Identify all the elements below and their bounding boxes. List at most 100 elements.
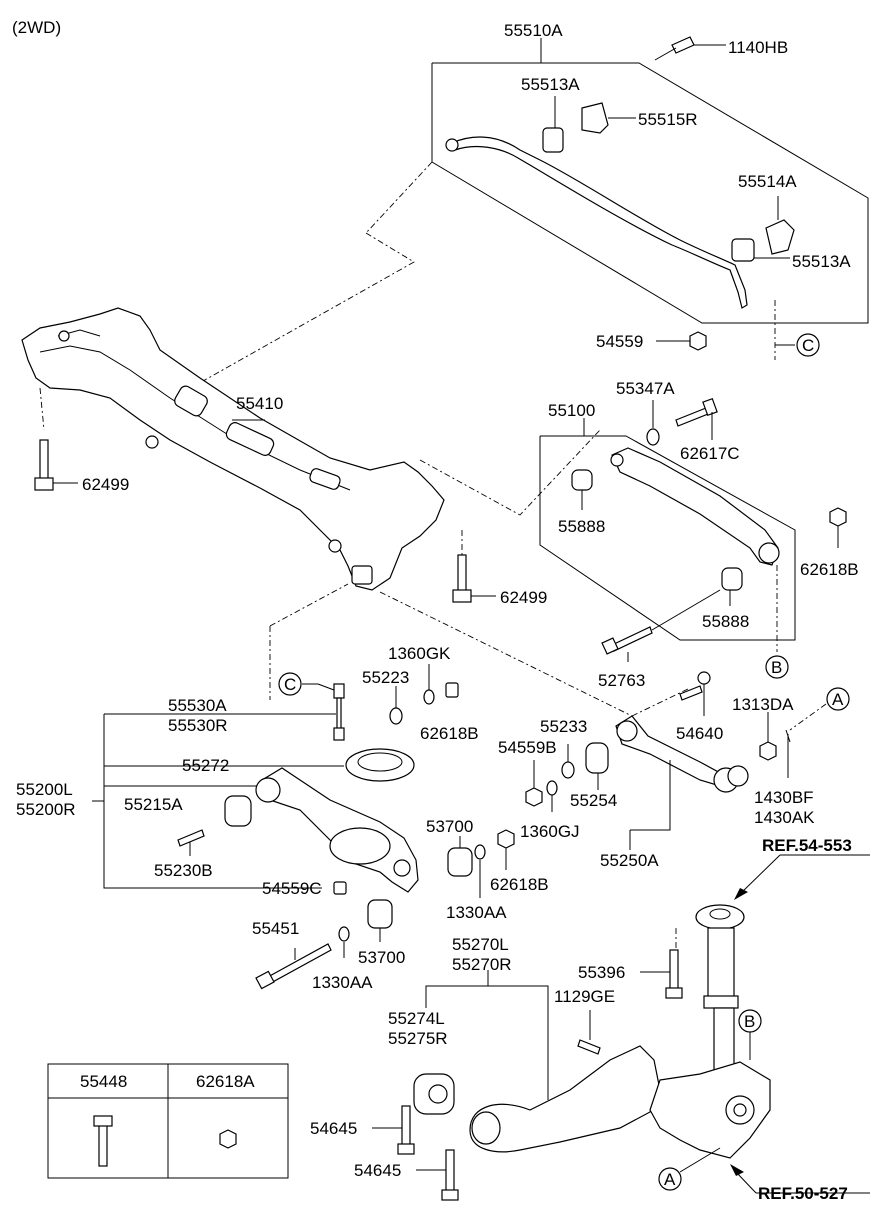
washer-1360gj[interactable] — [546, 780, 558, 796]
bushing-55513a-top[interactable] — [542, 127, 564, 153]
lower-arm-55200[interactable] — [261, 767, 419, 893]
label-62499-left: 62499 — [82, 475, 129, 494]
bolt-55230b[interactable] — [177, 829, 205, 847]
crossmember-55410[interactable] — [21, 307, 445, 591]
label-54559b: 54559B — [498, 738, 557, 757]
label-55270r: 55270R — [452, 955, 512, 974]
label-55514a: 55514A — [738, 172, 797, 191]
label-62618b-low: 62618B — [490, 875, 549, 894]
label-55215a: 55215A — [124, 795, 183, 814]
label-1430bf: 1430BF — [754, 788, 814, 807]
nut-54559c[interactable] — [333, 881, 347, 895]
bolt-62499-center[interactable] — [452, 554, 496, 603]
bushing-55513a-right[interactable] — [731, 238, 755, 262]
variant-label: (2WD) — [12, 18, 61, 37]
bolt-1140hb[interactable] — [671, 36, 695, 54]
nut-54559b[interactable] — [525, 787, 543, 807]
bushing-53700-upper[interactable] — [447, 847, 473, 877]
legend-col1-header: 55448 — [80, 1072, 127, 1091]
label-55451: 55451 — [252, 919, 299, 938]
legend-table — [47, 1063, 289, 1179]
label-1430ak: 1430AK — [754, 808, 815, 827]
label-1330aa-right: 1330AA — [446, 903, 507, 922]
bolt-54640[interactable] — [679, 685, 703, 701]
label-55250a: 55250A — [600, 851, 659, 870]
bolt-54645-lower[interactable] — [441, 1149, 459, 1201]
label-54559: 54559 — [596, 332, 643, 351]
nut-62618b-right[interactable] — [829, 507, 847, 527]
cotter-pin-1430bf[interactable] — [785, 729, 791, 743]
bushing-55215a[interactable] — [224, 795, 252, 827]
label-55230b: 55230B — [154, 861, 213, 880]
label-1360gj: 1360GJ — [520, 822, 580, 841]
nut-54559[interactable] — [689, 331, 707, 351]
lateral-arm-outline — [539, 435, 796, 641]
label-1360gk: 1360GK — [388, 644, 451, 663]
label-62618b-right: 62618B — [800, 560, 859, 579]
washer-1360gk[interactable] — [423, 689, 435, 705]
washer-1330aa-right[interactable] — [474, 844, 486, 860]
label-62499-center: 62499 — [500, 588, 547, 607]
stabilizer-link-55530a[interactable] — [333, 683, 345, 741]
bracket-55514a[interactable] — [765, 219, 795, 255]
nut-62618b-low[interactable] — [497, 829, 515, 849]
bolt-62617c[interactable] — [675, 407, 709, 427]
label-54640: 54640 — [676, 724, 723, 743]
nut-1313da[interactable] — [759, 741, 777, 761]
legend-nut-icon — [219, 1129, 237, 1149]
label-55254: 55254 — [570, 791, 617, 810]
label-1140hb: 1140HB — [728, 38, 788, 57]
label-54645-lower: 54645 — [354, 1161, 401, 1180]
legend-bolt-icon — [93, 1115, 113, 1167]
label-62617c: 62617C — [680, 444, 740, 463]
spring-seat-55272[interactable] — [345, 748, 415, 782]
label-53700-upper: 53700 — [426, 817, 473, 836]
stabilizer-bar[interactable] — [451, 136, 748, 309]
label-55888-lower: 55888 — [702, 612, 749, 631]
bolt-55396[interactable] — [665, 949, 683, 999]
nut-62618b-mid[interactable] — [445, 682, 459, 698]
bushing-55888-lower[interactable] — [721, 567, 743, 591]
svg-text:B: B — [744, 1012, 755, 1031]
ref-knuckle-label[interactable]: REF.50-527 — [758, 1184, 848, 1203]
label-1330aa-left: 1330AA — [312, 973, 373, 992]
callout-c-mid — [278, 672, 302, 696]
label-55200l: 55200L — [16, 780, 73, 799]
label-55272: 55272 — [182, 756, 229, 775]
bracket-55515r[interactable] — [581, 102, 609, 134]
label-55510a: 55510A — [504, 21, 563, 40]
bushing-53700-lower[interactable] — [367, 899, 393, 929]
callout-a-mid — [826, 687, 850, 711]
label-55100: 55100 — [548, 401, 595, 420]
ref-strut-label[interactable]: REF.54-553 — [762, 836, 852, 855]
label-52763: 52763 — [598, 671, 645, 690]
trailing-arm-55270[interactable] — [469, 1045, 661, 1153]
bolt-1129ge[interactable] — [577, 1039, 601, 1055]
label-55200r: 55200R — [16, 800, 76, 819]
knuckle[interactable] — [649, 1061, 771, 1159]
bushing-55254[interactable] — [585, 742, 609, 774]
label-1313da: 1313DA — [732, 695, 794, 714]
washer-55233[interactable] — [561, 761, 575, 779]
bolt-52763[interactable] — [611, 626, 653, 652]
bushing-55223[interactable] — [389, 707, 403, 725]
bolt-54645-upper[interactable] — [397, 1105, 415, 1155]
strut-assembly[interactable] — [695, 904, 745, 1089]
stabilizer-bar-group — [195, 36, 869, 386]
bushing-55888-upper[interactable] — [571, 469, 593, 491]
svg-text:A: A — [664, 1170, 676, 1189]
washer-55347a[interactable] — [646, 428, 660, 446]
washer-1330aa-left[interactable] — [338, 926, 350, 942]
bolt-62499-left[interactable] — [34, 439, 78, 491]
label-55270l: 55270L — [452, 935, 509, 954]
label-55274l: 55274L — [388, 1009, 445, 1028]
svg-text:C: C — [284, 675, 296, 694]
label-55347a: 55347A — [616, 379, 675, 398]
lateral-arm-55100[interactable] — [611, 447, 779, 566]
label-55530a: 55530A — [168, 696, 227, 715]
assist-arm-group-55250a — [525, 671, 791, 850]
lower-arm-group-55200 — [92, 664, 515, 990]
label-53700-lower: 53700 — [358, 948, 405, 967]
stabilizer-group-outline — [431, 62, 869, 324]
